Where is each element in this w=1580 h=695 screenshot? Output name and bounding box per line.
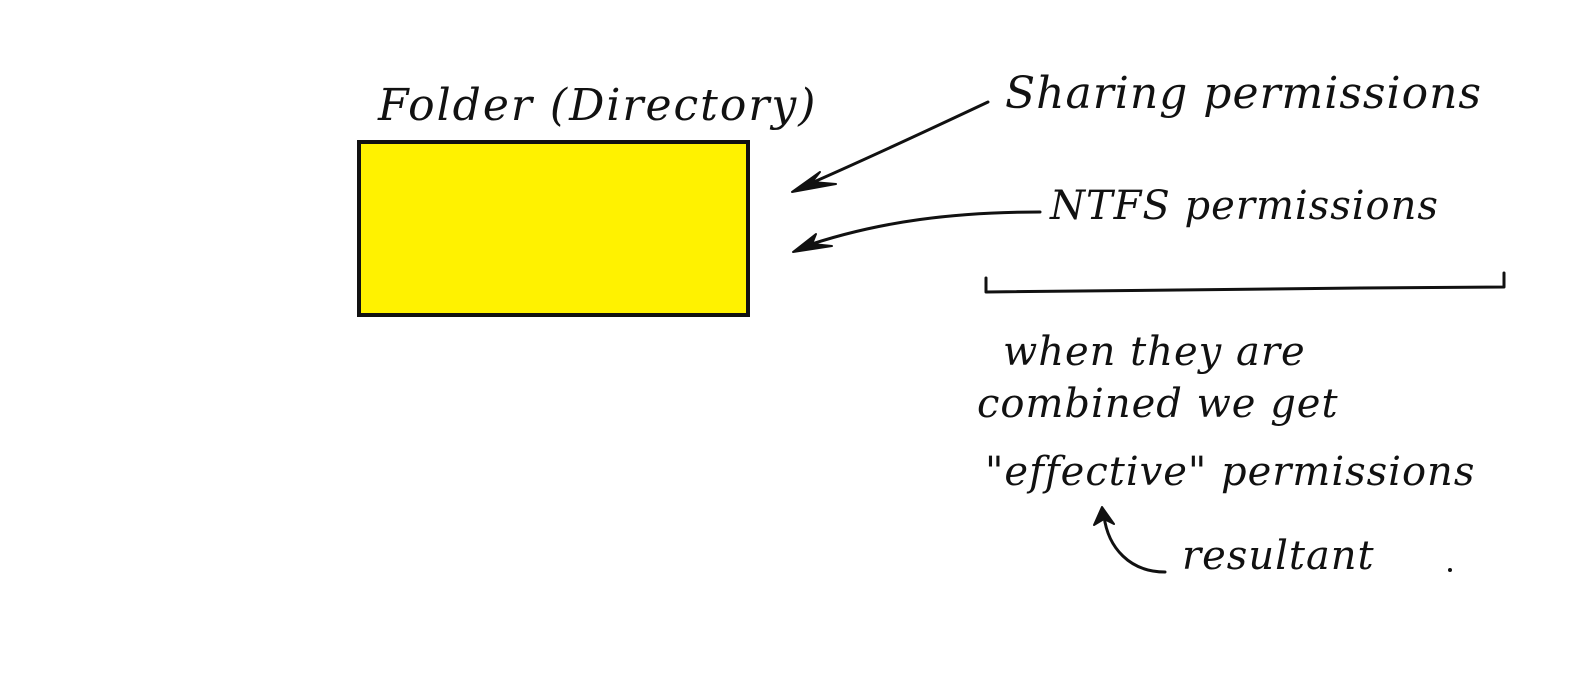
note-line-2: combined we get (977, 381, 1339, 427)
bracket (984, 271, 1506, 294)
sharing-arrow (791, 100, 990, 193)
ntfs-arrow (792, 210, 1042, 253)
ntfs-permissions-label: NTFS permissions (1050, 183, 1439, 229)
folder-title: Folder (Directory) (378, 80, 818, 131)
resultant-arrow (1093, 506, 1167, 574)
resultant-label: resultant (1182, 533, 1375, 579)
note-line-1: when they are (1003, 329, 1306, 375)
note-line-3: "effective" permissions (985, 449, 1476, 495)
stray-dot (1448, 568, 1452, 572)
folder-box (357, 140, 750, 317)
sharing-permissions-label: Sharing permissions (1005, 68, 1482, 119)
